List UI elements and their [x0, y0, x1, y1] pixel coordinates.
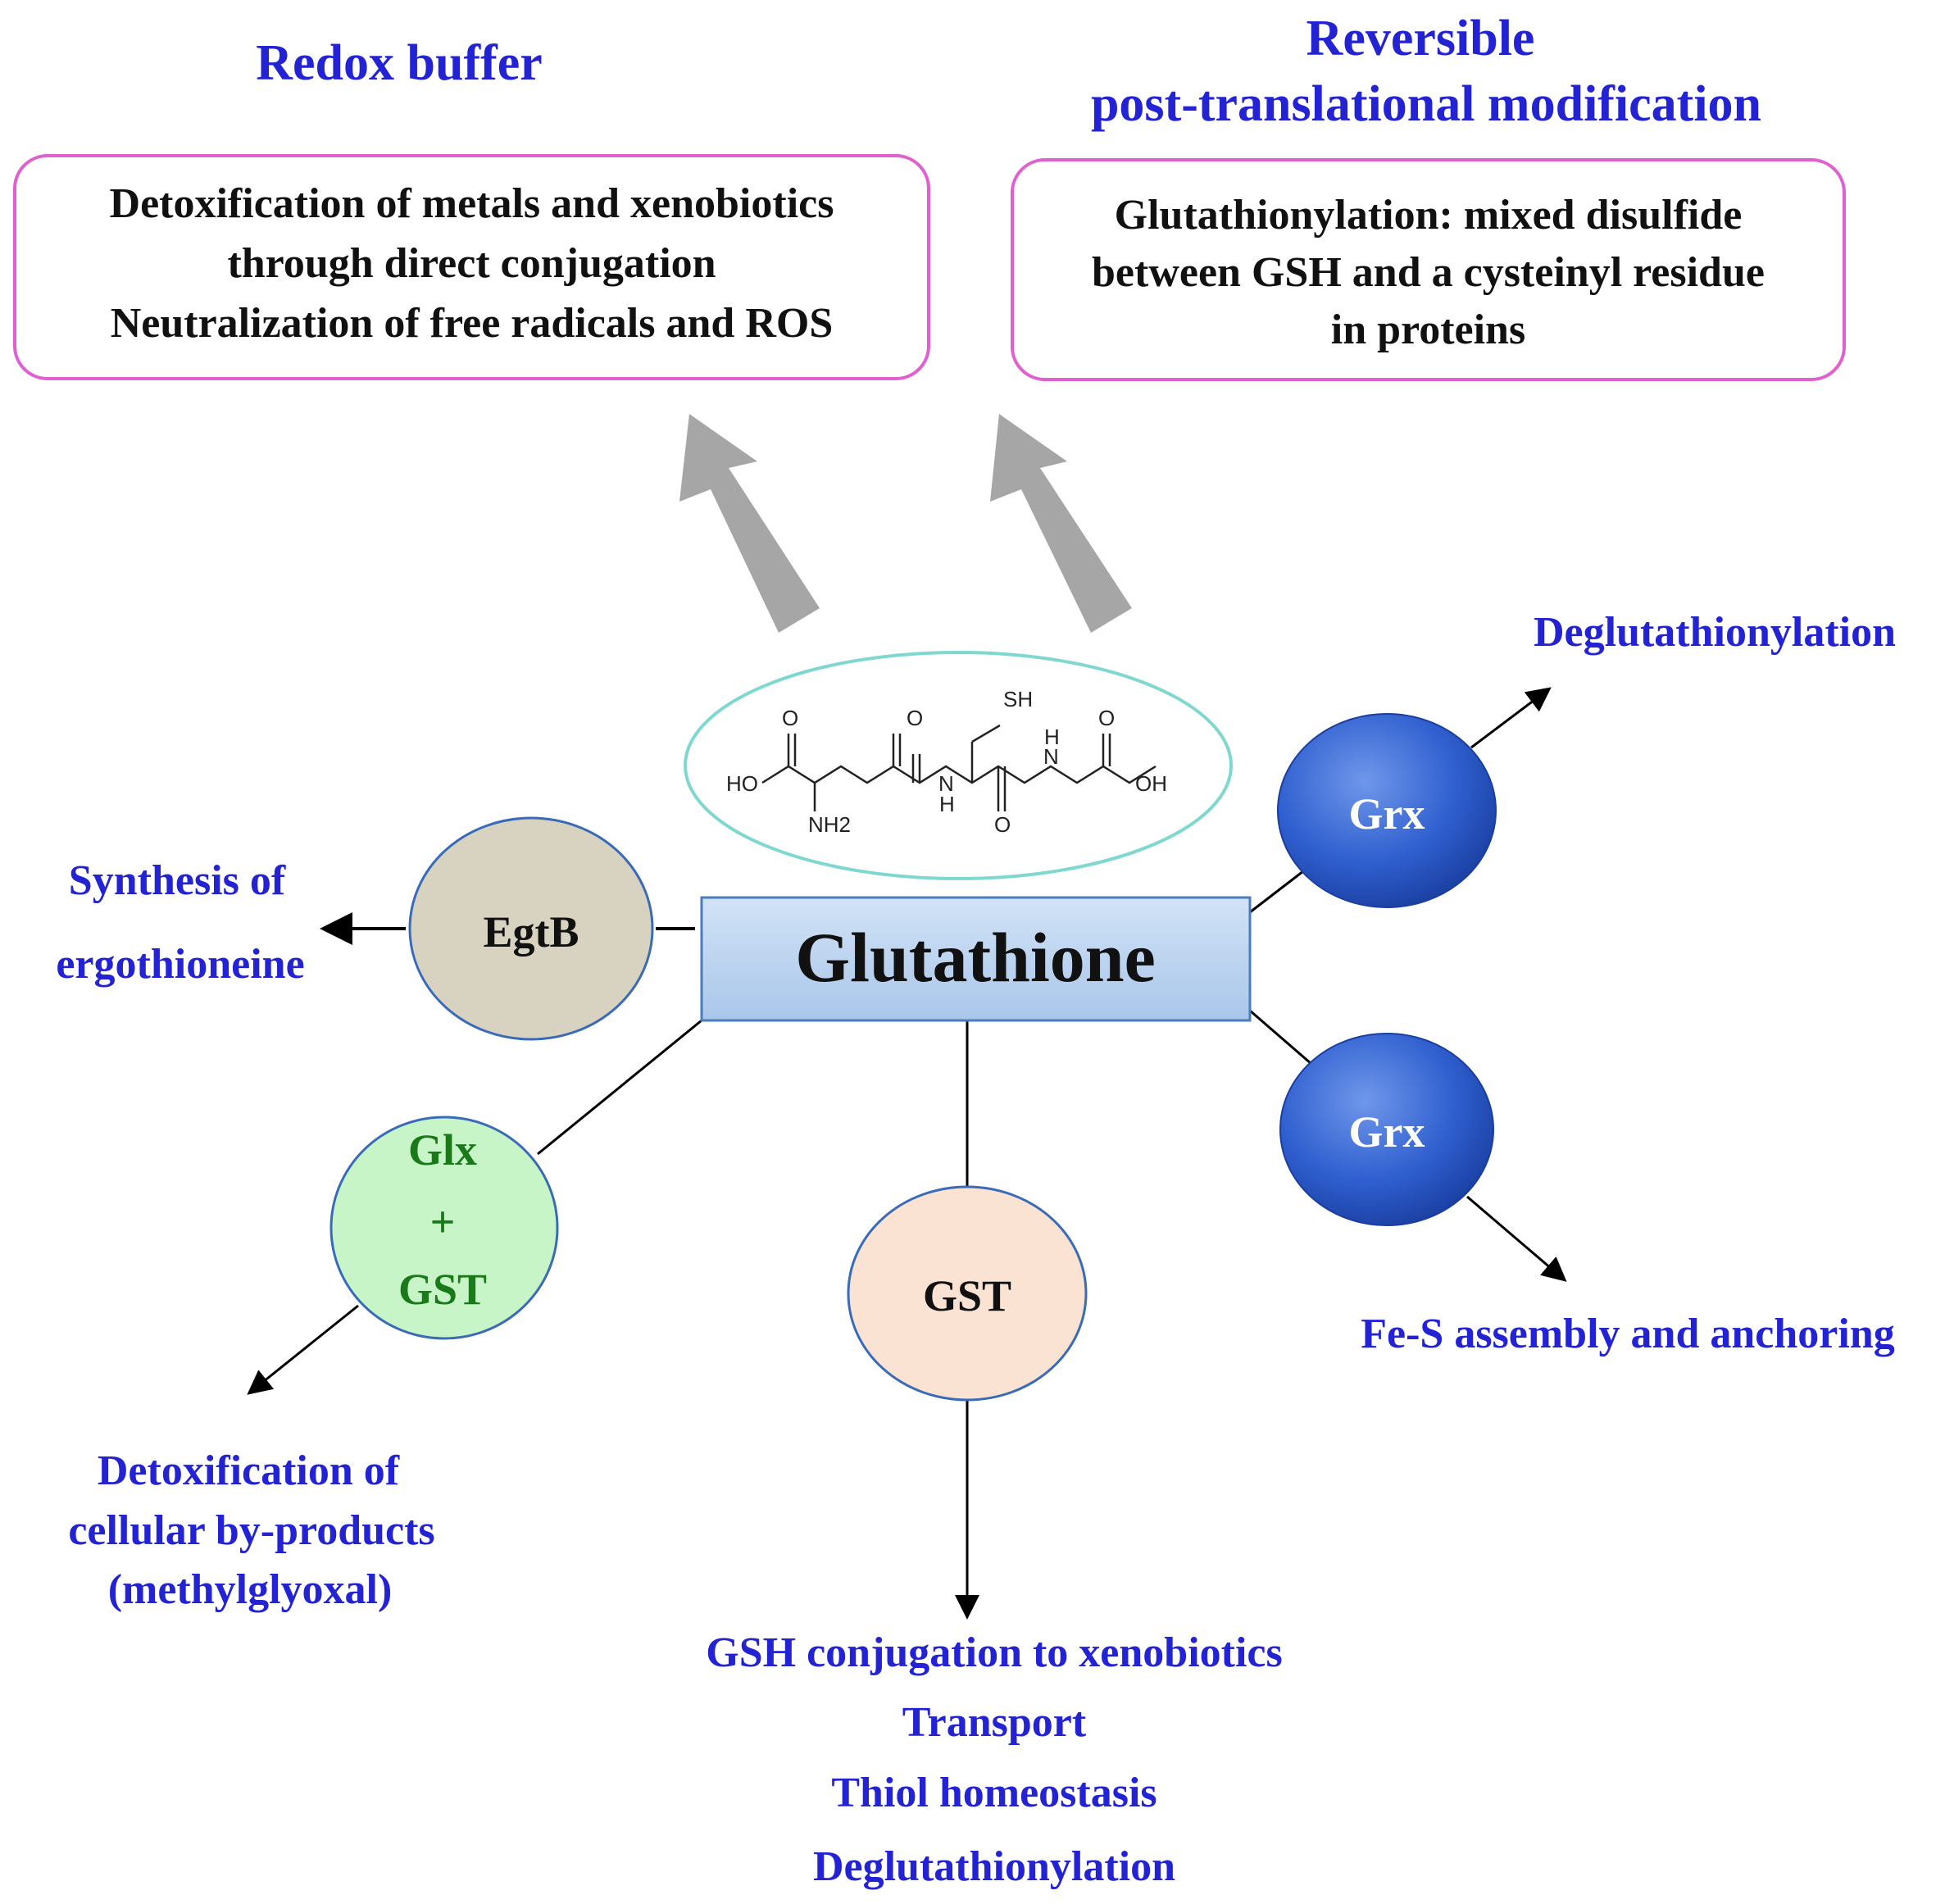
grx-bottom-node — [1279, 1033, 1494, 1226]
gst-function-1: GSH conjugation to xenobiotics — [706, 1629, 1283, 1676]
atom-n-1: N — [938, 771, 954, 796]
atom-oh: OH — [1135, 771, 1167, 796]
atom-ho: HO — [726, 771, 758, 796]
grx-top-label: Grx — [1348, 789, 1425, 838]
reversible-header: Reversible — [1306, 11, 1535, 66]
atom-o-3: O — [1098, 706, 1115, 730]
glx-label: Glx — [407, 1125, 478, 1175]
arrow-fes — [1466, 1195, 1567, 1282]
ptm-box-text: Glutathionylation: mixed disulfide betwe… — [1012, 187, 1844, 359]
atom-nh2: NH2 — [808, 812, 851, 837]
gray-arrow-left — [679, 414, 820, 633]
redox-box-text: Detoxification of metals and xenobiotics… — [15, 174, 929, 353]
redox-line-3: Neutralization of free radicals and ROS — [110, 300, 834, 347]
ergothioneine-line-1: Synthesis of — [68, 857, 286, 904]
gray-arrow-right — [990, 414, 1132, 633]
grx-bottom-label: Grx — [1348, 1107, 1425, 1156]
glx-gst-label: GST — [398, 1265, 488, 1314]
plus-label: + — [429, 1197, 456, 1247]
atom-h-1: H — [939, 792, 955, 816]
arrow-methylglyoxal — [247, 1304, 359, 1395]
redox-line-1: Detoxification of metals and xenobiotics — [109, 180, 834, 227]
gst-label: GST — [922, 1271, 1012, 1320]
ptm-line-2: between GSH and a cysteinyl residue — [1092, 249, 1765, 296]
glx-gst-node — [329, 1116, 559, 1340]
ergothioneine-line-2: ergothioneine — [56, 941, 305, 988]
gst-function-3: Thiol homeostasis — [831, 1770, 1157, 1816]
molecule-ellipse — [684, 651, 1233, 880]
methylglyoxal-line-1: Detoxification of — [97, 1447, 400, 1494]
methylglyoxal-line-2: cellular by-products — [68, 1507, 435, 1554]
atom-n-2: N — [1043, 744, 1059, 769]
connector-glx — [537, 1019, 702, 1156]
redox-line-2: through direct conjugation — [227, 240, 716, 287]
glutathione-structure — [761, 724, 1156, 811]
fes-label: Fe-S assembly and anchoring — [1361, 1311, 1895, 1357]
egtb-node — [408, 816, 654, 1041]
glutathione-box — [700, 896, 1252, 1022]
atom-o-4: O — [994, 812, 1011, 837]
egtb-label: EgtB — [483, 907, 579, 957]
gst-function-4: Deglutathionylation — [812, 1843, 1176, 1890]
methylglyoxal-line-3: (methylglyoxal) — [107, 1566, 393, 1613]
ptm-header: post-translational modification — [1090, 76, 1762, 132]
atom-h-2: H — [1044, 725, 1060, 749]
gst-node — [847, 1185, 1088, 1402]
ptm-line-3: in proteins — [1330, 307, 1526, 353]
redox-buffer-header: Redox buffer — [256, 35, 543, 91]
glutathione-label: Glutathione — [795, 918, 1156, 997]
atom-o-2: O — [907, 706, 923, 730]
connector-grx-bottom — [1249, 1009, 1312, 1066]
connector-grx-top — [1249, 870, 1304, 914]
gst-function-2: Transport — [902, 1699, 1087, 1746]
deglutathionylation-label: Deglutathionylation — [1533, 609, 1897, 656]
atom-o-1: O — [782, 706, 798, 730]
atom-sh: SH — [1003, 687, 1033, 711]
grx-top-node — [1277, 713, 1497, 908]
arrow-deglutathionylation — [1470, 687, 1552, 749]
redox-box — [13, 154, 930, 380]
ptm-line-1: Glutathionylation: mixed disulfide — [1114, 192, 1743, 239]
ptm-box — [1011, 158, 1846, 381]
